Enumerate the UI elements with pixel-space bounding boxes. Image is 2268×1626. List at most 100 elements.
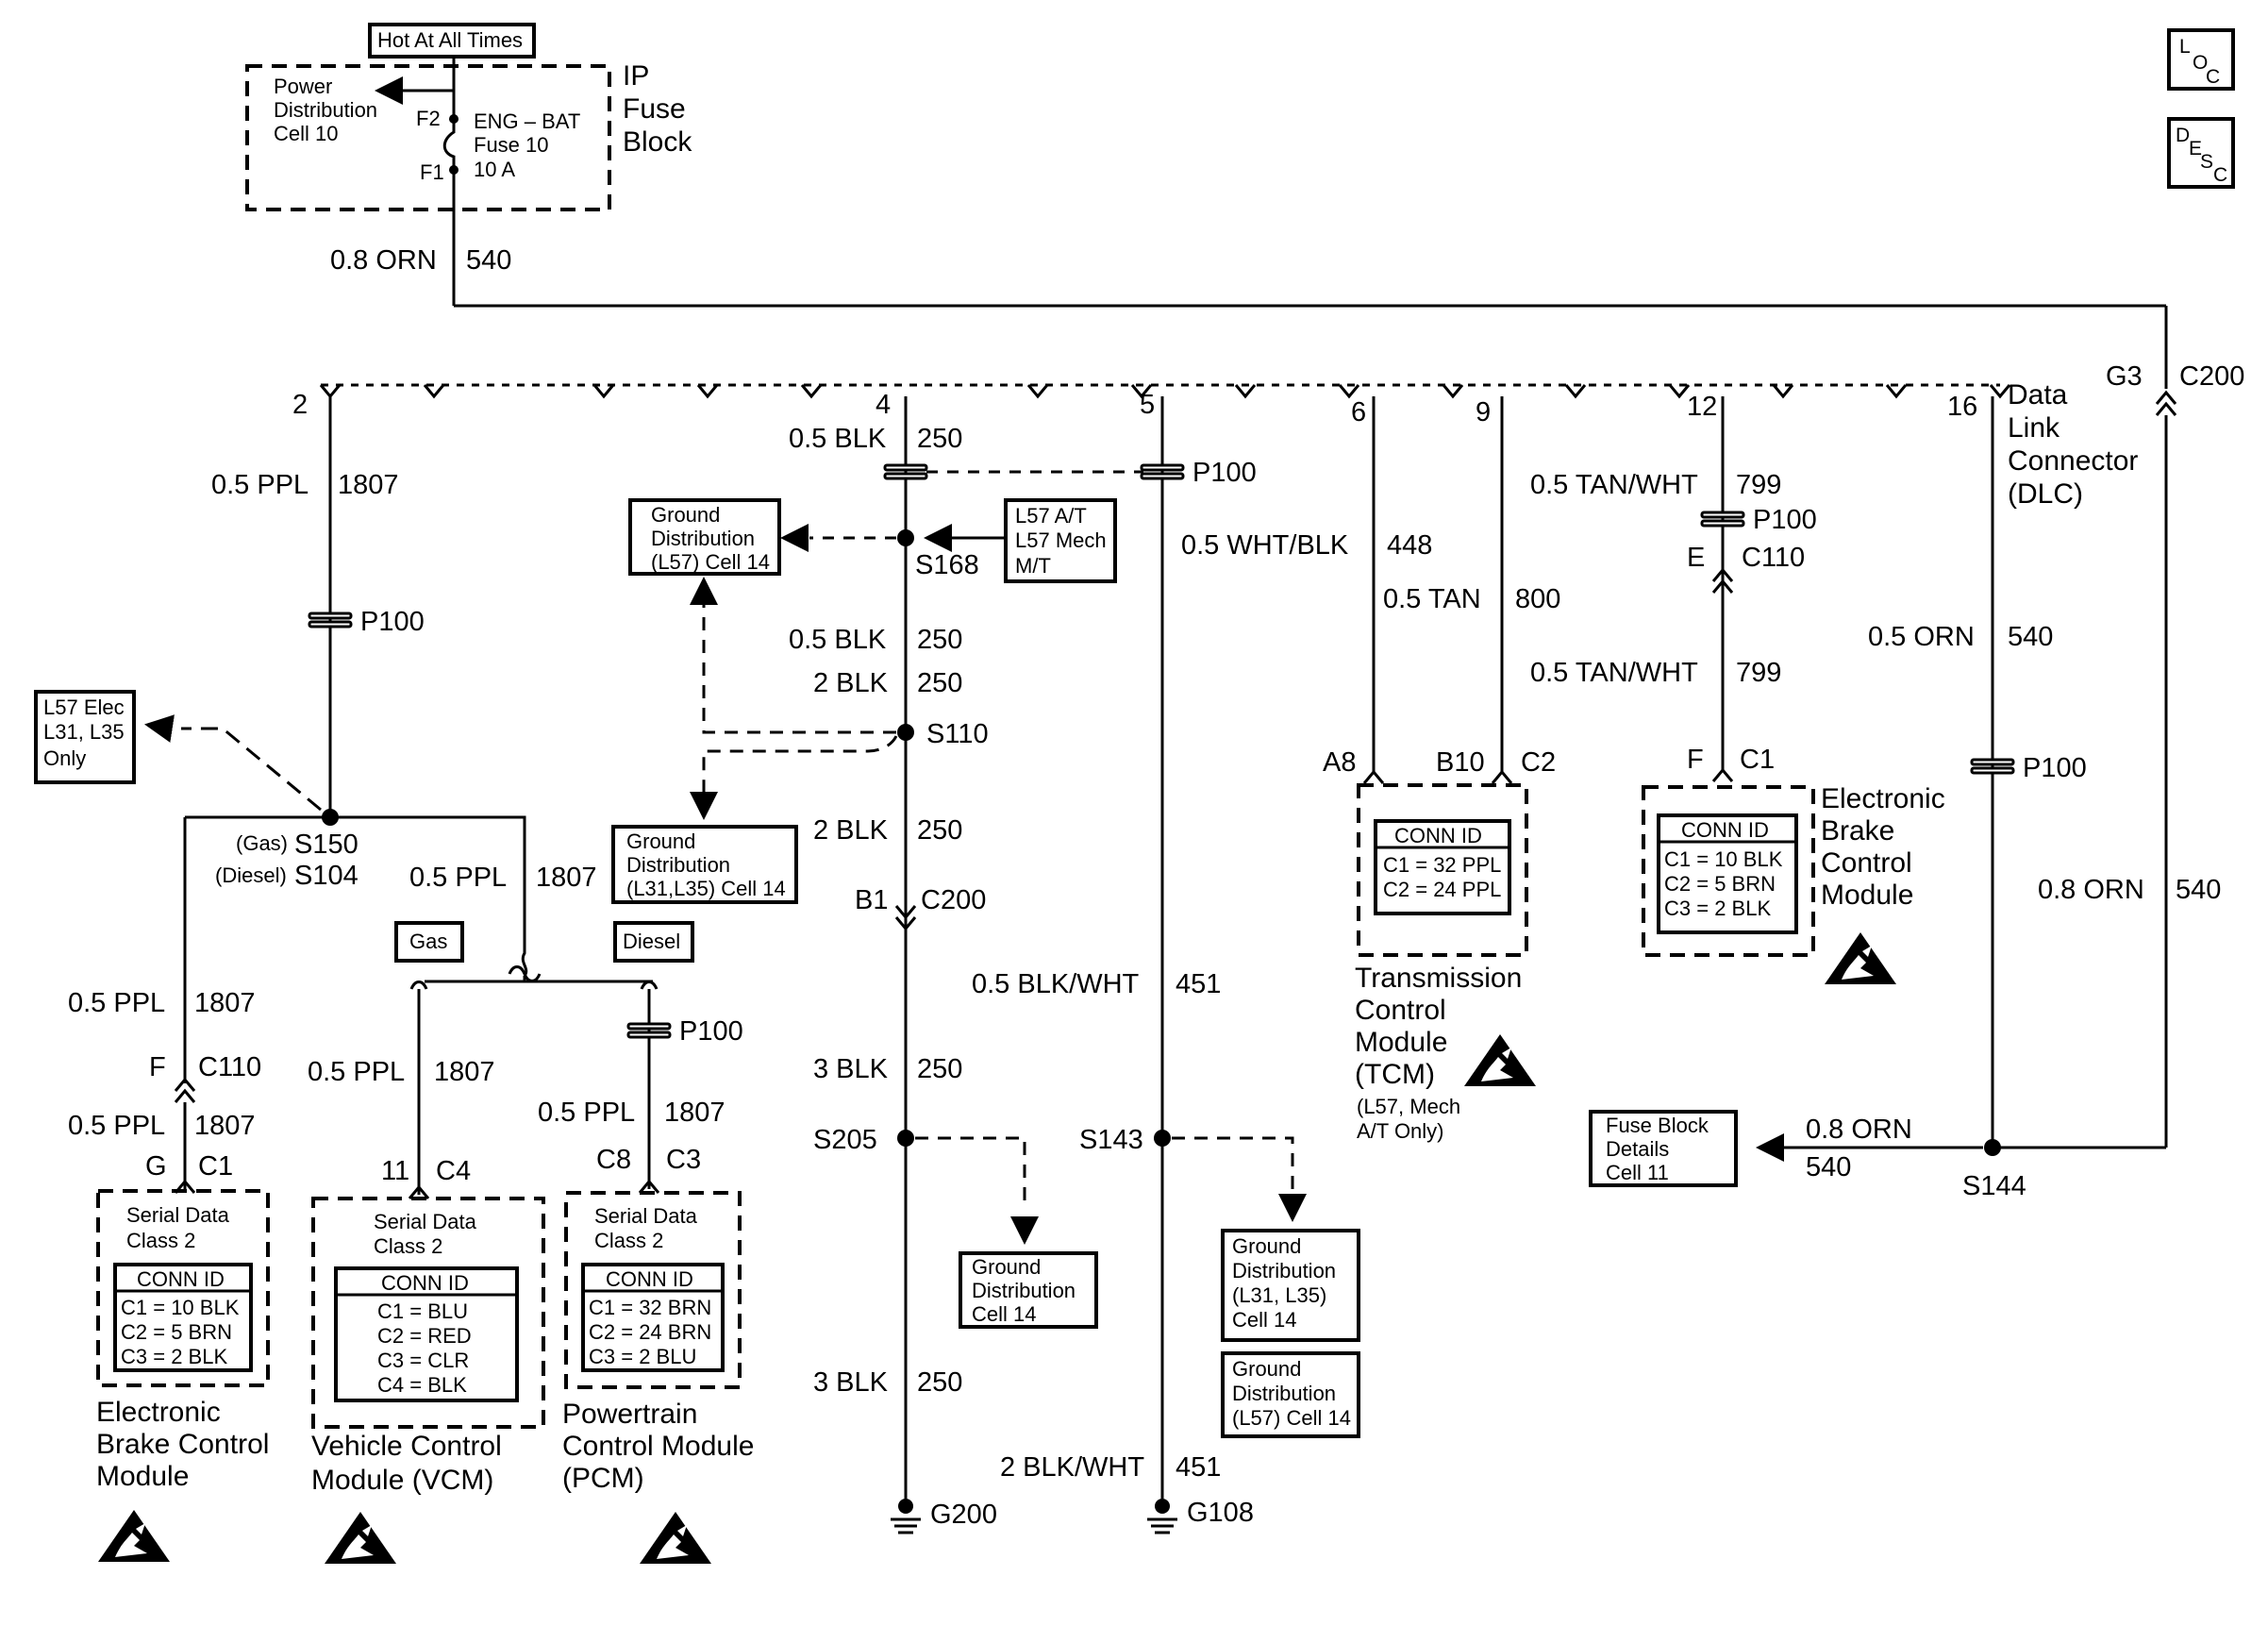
module-vcm: Serial Data Class 2 CONN ID C1 = BLU C2 … <box>311 1197 545 1564</box>
svg-text:0.5 BLK/WHT: 0.5 BLK/WHT <box>972 969 1140 999</box>
svg-text:C2 = 24 PPL: C2 = 24 PPL <box>1383 878 1501 901</box>
ref-fuse-block-details[interactable]: Fuse Block Details Cell 11 <box>1589 1110 1738 1187</box>
svg-text:Powertrain: Powertrain <box>562 1399 697 1430</box>
esd-icon <box>1464 1034 1536 1086</box>
svg-text:C110: C110 <box>198 1052 261 1082</box>
svg-text:250: 250 <box>917 1054 962 1084</box>
svg-text:C1: C1 <box>198 1151 233 1182</box>
svg-text:Electronic: Electronic <box>96 1397 221 1428</box>
svg-text:Class 2: Class 2 <box>594 1229 663 1252</box>
svg-text:(L31, L35): (L31, L35) <box>1232 1283 1326 1307</box>
svg-text:2 BLK: 2 BLK <box>813 668 889 698</box>
wire-451-ground: P100 0.5 BLK/WHT 451 S143 2 BLK/WHT 451 … <box>972 396 1307 1534</box>
module-tcm: CONN ID C1 = 32 PPL C2 = 24 PPL Transmis… <box>1355 783 1536 1143</box>
svg-text:Serial Data: Serial Data <box>594 1204 698 1228</box>
svg-text:C1: C1 <box>1740 745 1775 775</box>
dlc-connector: 2 4 5 6 9 12 16 Data Link Connector (DLC… <box>292 361 2244 510</box>
svg-text:448: 448 <box>1387 530 1432 561</box>
svg-text:C200: C200 <box>2179 361 2244 392</box>
svg-text:10 A: 10 A <box>474 158 515 181</box>
svg-text:1807: 1807 <box>194 988 256 1018</box>
svg-text:Block: Block <box>623 126 692 158</box>
svg-text:C3: C3 <box>666 1145 701 1175</box>
svg-text:2: 2 <box>292 390 308 420</box>
svg-text:(TCM): (TCM) <box>1355 1059 1435 1090</box>
svg-text:(Gas): (Gas) <box>236 831 288 855</box>
wire-250-ground: 0.5 BLK 250 S168 0.5 BLK 250 2 BLK 250 S… <box>789 396 1143 1534</box>
svg-text:2 BLK/WHT: 2 BLK/WHT <box>1000 1452 1144 1483</box>
svg-text:Class 2: Class 2 <box>126 1229 195 1252</box>
ground-icon <box>1147 1499 1177 1534</box>
svg-text:Transmission: Transmission <box>1355 963 1522 994</box>
esd-icon <box>98 1510 170 1562</box>
svg-text:B1: B1 <box>855 885 888 915</box>
note-l57-elec: L57 Elec L31, L35 Only <box>34 690 322 812</box>
loc-icon[interactable]: L O C <box>2167 28 2235 91</box>
svg-text:CONN ID: CONN ID <box>1394 824 1482 847</box>
svg-text:Fuse: Fuse <box>623 93 686 125</box>
svg-text:C2: C2 <box>1521 747 1556 778</box>
svg-text:0.5 PPL: 0.5 PPL <box>308 1057 405 1087</box>
svg-text:1807: 1807 <box>194 1111 256 1141</box>
svg-text:C110: C110 <box>1742 543 1805 573</box>
svg-text:Connector: Connector <box>2008 445 2138 477</box>
wire-799-ebcm-right: 0.5 TAN/WHT 799 P100 E C110 0.5 TAN/WHT … <box>1530 396 1817 782</box>
svg-text:Ground: Ground <box>1232 1357 1301 1381</box>
svg-text:Link: Link <box>2008 412 2060 444</box>
svg-text:540: 540 <box>1806 1152 1851 1182</box>
svg-text:0.5 BLK: 0.5 BLK <box>789 625 887 655</box>
svg-text:C1 = 10 BLK: C1 = 10 BLK <box>1664 847 1783 871</box>
svg-text:Cell 10: Cell 10 <box>274 122 338 145</box>
svg-text:0.5 PPL: 0.5 PPL <box>68 1111 165 1141</box>
svg-text:A/T Only): A/T Only) <box>1357 1119 1444 1143</box>
svg-text:Distribution: Distribution <box>1232 1259 1336 1282</box>
svg-text:Cell 11: Cell 11 <box>1606 1161 1669 1184</box>
svg-text:P100: P100 <box>1192 458 1257 488</box>
svg-text:0.8 ORN: 0.8 ORN <box>2038 875 2144 905</box>
svg-text:Vehicle Control: Vehicle Control <box>311 1431 502 1462</box>
svg-text:F: F <box>1687 745 1704 775</box>
wire-1807-pin2: 0.5 PPL 1807 P100 (Gas) S150 (Diesel) S1… <box>211 396 425 891</box>
svg-text:Details: Details <box>1606 1137 1669 1161</box>
svg-text:CONN ID: CONN ID <box>1681 818 1769 842</box>
svg-text:CONN ID: CONN ID <box>606 1267 693 1291</box>
svg-text:S205: S205 <box>813 1125 877 1155</box>
svg-text:P100: P100 <box>2023 753 2087 783</box>
svg-text:Fuse 10: Fuse 10 <box>474 133 549 157</box>
svg-text:Power: Power <box>274 75 332 98</box>
svg-text:0.8 ORN: 0.8 ORN <box>330 245 437 276</box>
svg-text:C1 = BLU: C1 = BLU <box>377 1299 468 1323</box>
svg-text:0.5 PPL: 0.5 PPL <box>68 988 165 1018</box>
svg-text:Diesel: Diesel <box>623 930 680 953</box>
ref-ground-l57-top[interactable]: Ground Distribution (L57) Cell 14 <box>628 498 896 734</box>
ref-ground-cell14[interactable]: Ground Distribution Cell 14 <box>915 1136 1098 1329</box>
desc-icon[interactable]: D E S C <box>2167 117 2235 189</box>
ip-fuse-block: Hot At All Times Power Distribution Cell… <box>245 23 692 211</box>
svg-text:6: 6 <box>1351 397 1366 427</box>
svg-text:Module: Module <box>1355 1027 1447 1058</box>
svg-text:G108: G108 <box>1187 1498 1254 1528</box>
svg-text:250: 250 <box>917 668 962 698</box>
svg-text:S143: S143 <box>1079 1125 1143 1155</box>
ground-icon <box>891 1499 921 1534</box>
ref-ground-l31[interactable]: Ground Distribution (L31,L35) Cell 14 <box>611 735 898 904</box>
ref-ground-l57-b[interactable]: Ground Distribution (L57) Cell 14 <box>1221 1351 1360 1438</box>
svg-text:S104: S104 <box>294 861 359 891</box>
svg-text:Gas: Gas <box>409 930 447 953</box>
ref-ground-l31-b[interactable]: Ground Distribution (L31, L35) Cell 14 <box>1221 1229 1360 1342</box>
wire-540-top: 0.8 ORN 540 <box>330 170 2168 389</box>
svg-text:A8: A8 <box>1323 747 1356 778</box>
svg-text:C2 = RED: C2 = RED <box>377 1324 472 1348</box>
svg-text:C2 = 5 BRN: C2 = 5 BRN <box>1664 872 1776 896</box>
svg-text:(PCM): (PCM) <box>562 1463 644 1494</box>
esd-icon <box>325 1512 396 1564</box>
svg-text:L57 Elec: L57 Elec <box>43 696 125 719</box>
svg-text:1807: 1807 <box>536 863 597 893</box>
svg-text:Distribution: Distribution <box>972 1279 1076 1302</box>
svg-text:C4: C4 <box>436 1156 471 1186</box>
svg-text:0.5 TAN: 0.5 TAN <box>1383 584 1481 614</box>
svg-text:451: 451 <box>1176 1452 1221 1483</box>
svg-text:1807: 1807 <box>434 1057 495 1087</box>
svg-text:C1 = 10 BLK: C1 = 10 BLK <box>121 1296 240 1319</box>
